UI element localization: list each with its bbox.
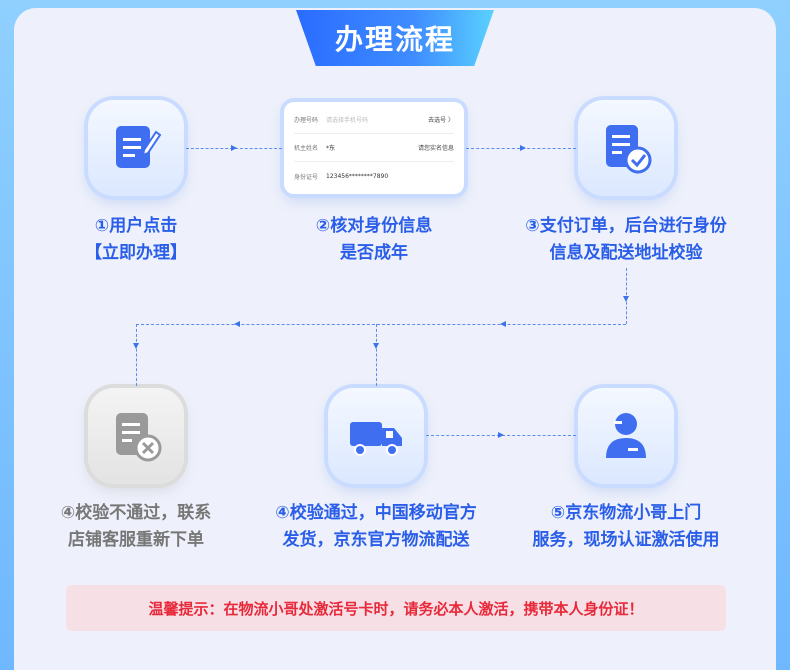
connector-to-pass	[376, 324, 377, 386]
step-line: 服务，现场认证激活使用	[532, 530, 720, 550]
arrow-left-icon	[234, 321, 240, 327]
step-3-node	[578, 100, 674, 196]
arrow-down-icon	[133, 343, 139, 349]
arrow-right-icon	[231, 145, 237, 151]
step-2-text: ②核对身份信息 是否成年	[274, 213, 474, 267]
arrow-left-icon	[500, 321, 506, 327]
arrow-right-icon	[498, 432, 504, 438]
step-5-node	[578, 388, 674, 484]
identity-form-preview: 办理号码 请选择手机号码 去选号 〉 机主姓名 *东 请您实名信息 身份证号 1…	[284, 102, 464, 194]
form-label: 身份证号	[294, 173, 319, 181]
step-line: 信息及配送地址校验	[549, 243, 703, 263]
form-action: 请您实名信息	[417, 145, 454, 152]
step-line: ②核对身份信息	[315, 216, 433, 236]
step-3-text: ③支付订单，后台进行身份 信息及配送地址校验	[500, 213, 752, 267]
step-line: ④校验不通过，联系	[60, 503, 212, 523]
step-1-text: ①用户点击 【立即办理】	[40, 213, 232, 267]
step-line: ③支付订单，后台进行身份	[525, 216, 727, 236]
document-reject-icon	[116, 413, 162, 462]
step-line: 是否成年	[340, 243, 408, 263]
form-action: 去选号 〉	[428, 117, 454, 124]
form-row-phone: 办理号码 请选择手机号码 去选号 〉	[294, 106, 454, 134]
step-line: 发货，京东官方物流配送	[282, 530, 470, 550]
step-4-pass-text: ④校验通过，中国移动官方 发货，京东官方物流配送	[256, 500, 496, 554]
courier-icon	[606, 413, 646, 458]
document-check-icon	[606, 125, 652, 174]
step-1-node	[88, 100, 184, 196]
form-row-id: 身份证号 123456********7890	[294, 162, 454, 190]
arrow-down-icon	[623, 296, 629, 302]
form-value: 123456********7890	[326, 172, 389, 180]
form-value: 请选择手机号码	[326, 117, 369, 124]
edit-document-icon	[116, 126, 162, 168]
step-4-reject-text: ④校验不通过，联系 店铺客服重新下单	[40, 500, 232, 554]
step-4-pass-node	[328, 388, 424, 484]
warm-tip: 温馨提示：在物流小哥处激活号卡时，请务必本人激活，携带本人身份证！	[66, 585, 726, 631]
step-line: 店铺客服重新下单	[68, 530, 204, 550]
step-4-reject-node	[88, 388, 184, 484]
arrow-right-icon	[520, 145, 526, 151]
delivery-truck-icon	[350, 422, 402, 456]
step-5-text: ⑤京东物流小哥上门 服务，现场认证激活使用	[506, 500, 746, 554]
step-line: ④校验通过，中国移动官方	[275, 503, 477, 523]
arrow-down-icon	[373, 343, 379, 349]
step-line: 【立即办理】	[85, 243, 187, 263]
step-line: ①用户点击	[94, 216, 178, 236]
form-label: 机主姓名	[294, 145, 319, 152]
form-label: 办理号码	[294, 117, 319, 124]
page-title: 办理流程	[296, 10, 494, 66]
step-line: ⑤京东物流小哥上门	[550, 503, 702, 523]
form-row-name: 机主姓名 *东 请您实名信息	[294, 134, 454, 162]
form-value: *东	[326, 145, 336, 152]
connector-to-reject	[136, 324, 137, 386]
connector-branch	[136, 324, 626, 325]
